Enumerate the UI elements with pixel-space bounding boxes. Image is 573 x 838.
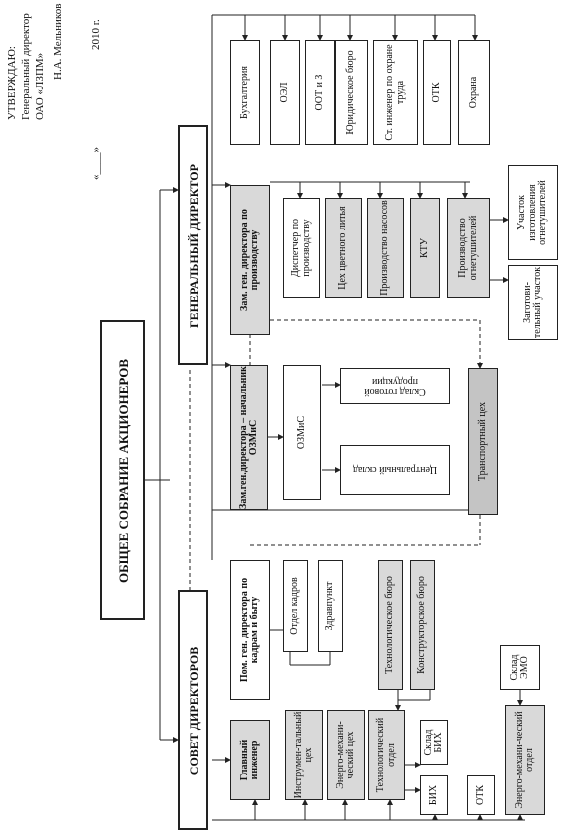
- central-warehouse-label: Центральный склад: [352, 464, 438, 476]
- legal-box: Юридическое бюро: [335, 40, 368, 145]
- general-director-label: ГЕНЕРАЛЬНЫЙ ДИРЕКТОР: [186, 164, 201, 328]
- board-box: СОВЕТ ДИРЕКТОРОВ: [178, 590, 208, 830]
- ktu-label: КТУ: [418, 238, 430, 258]
- otk-top-box: ОТК: [423, 40, 451, 145]
- transport-box: Транспортный цех: [468, 368, 498, 515]
- approval-signer: Н.А. Мельников: [52, 3, 64, 80]
- approval-title: УТВЕРЖДАЮ:: [6, 46, 18, 120]
- approval-date-year: 2010 г.: [90, 19, 102, 50]
- design-bureau-box: Конструкторское бюро: [410, 560, 435, 690]
- blank-site-label: Заготови-тельный участок: [521, 266, 544, 339]
- bih-box: БИХ: [420, 775, 448, 815]
- oel-box: ОЭЛ: [270, 40, 300, 145]
- health-label: Здравпункт: [324, 581, 336, 631]
- chief-engineer-label: Главный инженер: [238, 739, 261, 781]
- otk-bottom-box: ОТК: [467, 775, 495, 815]
- energy-shop-box: Энерго-механи-ческий цех: [327, 710, 365, 800]
- board-label: СОВЕТ ДИРЕКТОРОВ: [186, 646, 201, 776]
- oel-label: ОЭЛ: [278, 82, 290, 103]
- pumps-label: Производство насосов: [379, 200, 391, 296]
- legal-label: Юридическое бюро: [345, 50, 357, 135]
- oot-box: ООТ и З: [305, 40, 335, 145]
- color-casting-box: Цех цветного литья: [325, 198, 362, 298]
- accounting-label: Бухгалтерия: [238, 66, 250, 119]
- deputy-production-label: Зам. ген. директора по производству: [238, 209, 261, 311]
- extinguishers-production-label: Производство огнетушителей: [457, 215, 479, 281]
- approval-position: Генеральный директор: [20, 13, 32, 120]
- energy-dept-box: Энерго-механи-ческий отдел: [505, 705, 545, 815]
- tech-dept-box: Технологический отдел: [368, 710, 405, 800]
- general-director-box: ГЕНЕРАЛЬНЫЙ ДИРЕКТОР: [178, 125, 208, 365]
- hr-dept-box: Отдел кадров: [283, 560, 308, 652]
- ozmis-label: ОЗМиС: [295, 415, 307, 450]
- security-label: Охрана: [467, 76, 479, 109]
- hr-dept-label: Отдел кадров: [289, 577, 301, 635]
- tool-shop-box: Инструмен-тальный цех: [285, 710, 323, 800]
- design-bureau-label: Конструкторское бюро: [416, 576, 428, 674]
- color-casting-label: Цех цветного литья: [337, 206, 349, 290]
- security-box: Охрана: [458, 40, 490, 145]
- otk-top-label: ОТК: [430, 82, 442, 103]
- hr-assistant-box: Пом. ген. директора по кадрам и быту: [230, 560, 270, 700]
- emo-store-box: Склад ЭМО: [500, 645, 540, 690]
- deputy-ozmis-box: Зам.ген.директора – начальник ОЗМиС: [230, 365, 268, 510]
- shareholders-label: ОБЩЕЕ СОБРАНИЕ АКЦИОНЕРОВ: [115, 358, 131, 584]
- energy-dept-label: Энерго-механи-ческий отдел: [513, 711, 536, 809]
- otk-bottom-label: ОТК: [474, 785, 486, 805]
- tech-dept-label: Технологический отдел: [375, 717, 397, 793]
- energy-shop-label: Энерго-механи-ческий цех: [334, 721, 357, 789]
- hr-assistant-label: Пом. ген. директора по кадрам и быту: [238, 577, 261, 683]
- safety-engineer-box: Ст. инженер по охране труда: [373, 40, 418, 145]
- tech-bureau-label: Технологическое бюро: [384, 576, 396, 674]
- blank-site-box: Заготови-тельный участок: [508, 265, 558, 340]
- safety-engineer-label: Ст. инженер по охране труда: [384, 44, 406, 141]
- health-box: Здравпункт: [318, 560, 343, 652]
- accounting-box: Бухгалтерия: [230, 40, 260, 145]
- central-warehouse-box: Центральный склад: [340, 445, 450, 495]
- tech-bureau-box: Технологическое бюро: [378, 560, 403, 690]
- emo-store-label: Склад ЭМО: [508, 654, 531, 681]
- extinguishers-site-box: Участок изготовления огнетушителей: [508, 165, 558, 260]
- dispatcher-label: Диспетчер по производству: [290, 218, 312, 278]
- bih-label: БИХ: [427, 784, 439, 806]
- tool-shop-label: Инструмен-тальный цех: [292, 711, 315, 799]
- shareholders-box: ОБЩЕЕ СОБРАНИЕ АКЦИОНЕРОВ: [100, 320, 145, 620]
- transport-label: Транспортный цех: [476, 401, 488, 482]
- pumps-box: Производство насосов: [367, 198, 404, 298]
- ktu-box: КТУ: [410, 198, 440, 298]
- finished-goods-label: Склад готовой продукции: [364, 376, 426, 398]
- finished-goods-box: Склад готовой продукции: [340, 368, 450, 404]
- extinguishers-site-label: Участок изготовления огнетушителей: [516, 180, 549, 245]
- dispatcher-box: Диспетчер по производству: [283, 198, 320, 298]
- bih-store-box: Склад БИХ: [420, 720, 448, 765]
- approval-company: ОАО «ЛЗПМ»: [34, 52, 46, 120]
- approval-stamp: УТВЕРЖДАЮ: Генеральный директор ОАО «ЛЗП…: [0, 0, 140, 190]
- oot-label: ООТ и З: [313, 74, 325, 111]
- approval-date-day: «____»: [90, 147, 102, 180]
- bih-store-label: Склад БИХ: [422, 729, 445, 756]
- deputy-production-box: Зам. ген. директора по производству: [230, 185, 270, 335]
- deputy-ozmis-label: Зам.ген.директора – начальник ОЗМиС: [237, 366, 260, 509]
- chief-engineer-box: Главный инженер: [230, 720, 270, 800]
- extinguishers-production-box: Производство огнетушителей: [447, 198, 490, 298]
- ozmis-box: ОЗМиС: [283, 365, 321, 500]
